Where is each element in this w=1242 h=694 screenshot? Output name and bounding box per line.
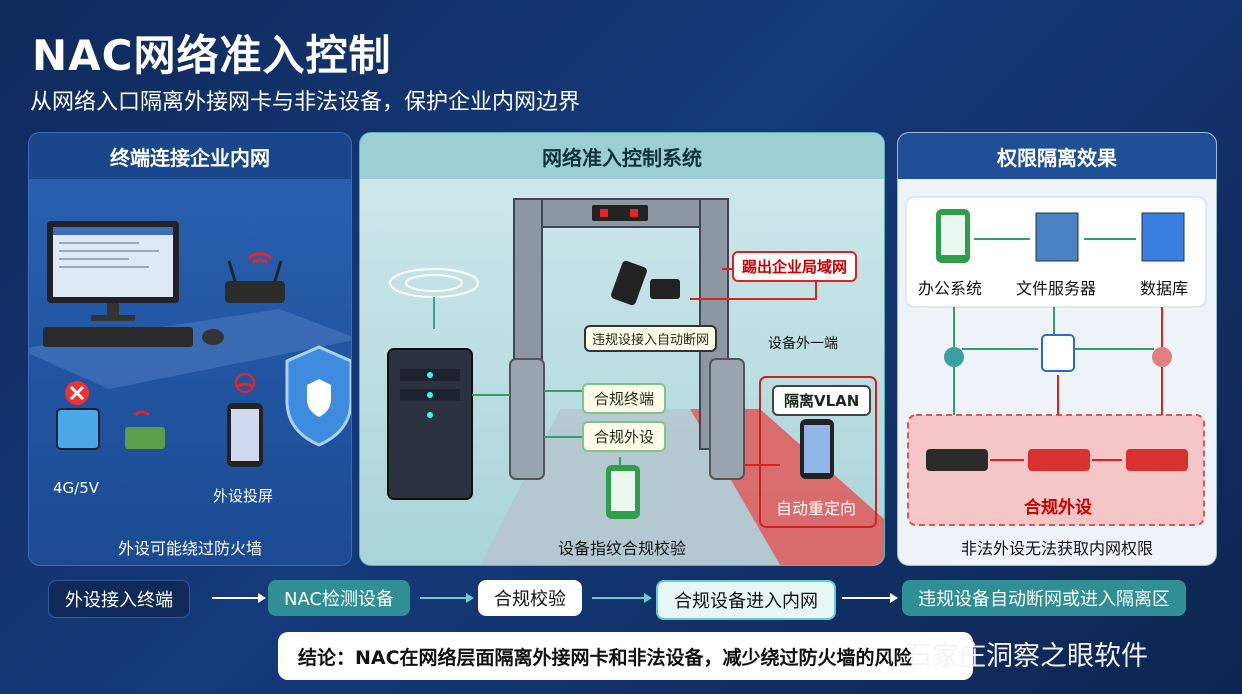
nac-illustration bbox=[387, 198, 884, 565]
turnstile-right bbox=[709, 358, 745, 480]
compliant-terminal-tag: 合规终端 bbox=[582, 383, 667, 414]
panel-isolation-title: 权限隔离效果 bbox=[898, 133, 1216, 179]
flow-step-5: 违规设备自动断网或进入隔离区 bbox=[902, 580, 1186, 616]
4g-module-icon bbox=[125, 410, 165, 449]
panel-terminal: 终端连接企业内网 bbox=[28, 132, 352, 566]
panel-nac-title: 网络准入控制系统 bbox=[360, 133, 884, 179]
peripheral-red2-icon bbox=[1126, 449, 1188, 471]
panel-isolation-body: 办公系统 文件服务器 数据库 合规外设 非法外设无法获取内网权限 bbox=[898, 179, 1216, 565]
compliant-peripheral-label: 合规外设 bbox=[1024, 498, 1092, 518]
database-label: 数据库 bbox=[1140, 279, 1189, 298]
shield-icon bbox=[285, 345, 351, 447]
flow-step-1: 外设接入终端 bbox=[48, 580, 190, 618]
peripheral-black-icon bbox=[926, 449, 988, 471]
isolated-phone-icon bbox=[800, 419, 834, 479]
page-subtitle: 从网络入口隔离外接网卡与非法设备，保护企业内网边界 bbox=[30, 90, 581, 115]
compliant-peripheral-tag: 合规外设 bbox=[582, 421, 667, 452]
panel-nac: 网络准入控制系统 bbox=[359, 132, 885, 566]
panel-nac-caption: 设备指纹合规校验 bbox=[557, 539, 686, 558]
unknown-icon bbox=[944, 347, 964, 367]
keyboard-icon bbox=[43, 327, 193, 347]
file-server-label: 文件服务器 bbox=[1016, 279, 1097, 298]
panel-isolation-caption: 非法外设无法获取内网权限 bbox=[960, 539, 1153, 558]
router-icon bbox=[225, 252, 285, 303]
database-icon bbox=[1141, 212, 1185, 262]
blocked-card-icon bbox=[56, 381, 100, 450]
panel-terminal-body: 4G/5V 外设投屏 外设可能绕过防火墙 bbox=[29, 179, 351, 565]
page-title: NAC网络准入控制 bbox=[32, 31, 392, 80]
office-label: 办公系统 bbox=[918, 279, 983, 298]
conclusion-box: 结论：NAC在网络层面隔离外接网卡和非法设备，减少绕过防火墙的风险 bbox=[278, 632, 973, 680]
file-server-icon bbox=[1035, 212, 1079, 262]
mouse-icon bbox=[202, 329, 224, 345]
peripheral-red-icon bbox=[1028, 449, 1090, 471]
violation-label: 违规设接入自动断网 bbox=[584, 325, 718, 352]
external-end-label: 设备外一端 bbox=[768, 336, 838, 352]
label-4g: 4G/5V bbox=[53, 479, 100, 497]
panel-nac-body: 踢出企业局域网 违规设接入自动断网 合规终端 合规外设 设备外一端 隔离VLAN… bbox=[360, 179, 884, 565]
compliant-device-icon bbox=[606, 465, 640, 519]
flow-step-2: NAC检测设备 bbox=[268, 580, 411, 616]
label-screen: 外设投屏 bbox=[213, 487, 274, 505]
watermark: 石家庄洞察之眼软件 bbox=[905, 641, 1148, 672]
panel-terminal-title: 终端连接企业内网 bbox=[29, 133, 351, 179]
vlan-zone bbox=[759, 376, 877, 528]
unknown-red-icon bbox=[1152, 347, 1172, 367]
turnstile-left bbox=[509, 358, 545, 480]
phone-icon bbox=[227, 373, 263, 467]
isolation-illustration bbox=[905, 196, 1207, 526]
vlan-label: 隔离VLAN bbox=[772, 385, 872, 416]
flow-step-3: 合规校验 bbox=[478, 580, 582, 616]
panel-isolation: 权限隔离效果 bbox=[897, 132, 1217, 566]
server-icon bbox=[387, 348, 473, 500]
office-system-icon bbox=[936, 209, 970, 263]
flow-step-4: 合规设备进入内网 bbox=[656, 580, 836, 620]
sensor-icon bbox=[389, 268, 479, 329]
kick-out-label: 踢出企业局域网 bbox=[732, 251, 858, 282]
terminal-illustration bbox=[29, 221, 351, 467]
redirect-label: 自动重定向 bbox=[776, 499, 857, 518]
monitor-icon bbox=[47, 221, 179, 321]
gateway-icon bbox=[1041, 334, 1075, 372]
mobile-device-icon bbox=[611, 260, 680, 306]
panel-terminal-caption: 外设可能绕过防火墙 bbox=[117, 539, 262, 558]
